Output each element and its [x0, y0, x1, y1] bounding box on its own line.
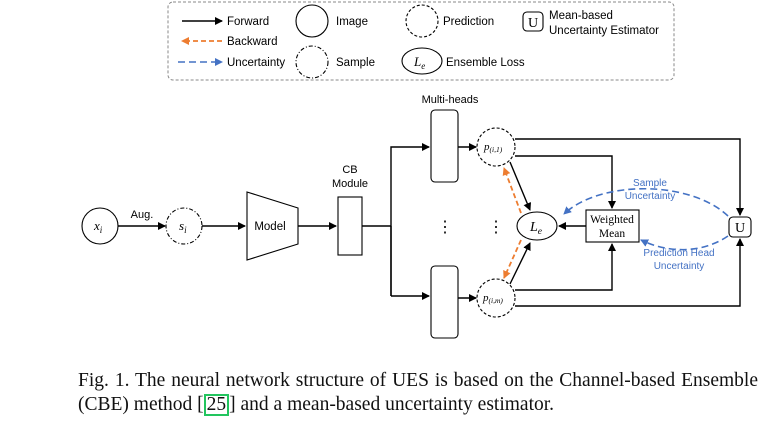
ensemble-loss-node [516, 211, 558, 241]
heads-ellipsis-left: ⋮ [437, 219, 453, 236]
sample-uncertainty-label-2: Uncertainty [625, 191, 676, 202]
ensemble-loss-legend-ellipse [401, 47, 443, 75]
sample-uncertainty-arrow [563, 187, 729, 217]
input-image-symbol: xi [93, 218, 103, 235]
uncertainty-legend-label: Uncertainty [227, 57, 285, 69]
caption-text-end: ] and a mean-based uncertainty estimator… [229, 394, 555, 415]
top-prediction-to-loss-arrow [509, 161, 531, 211]
weighted-mean-label-1: Weighted [590, 214, 634, 226]
backward-legend-label: Backward [227, 36, 278, 48]
legend: Forward Backward Uncertainty Image Sampl… [167, 1, 675, 81]
top-prediction-to-weighted-mean [515, 155, 616, 209]
sample-legend-label: Sample [336, 57, 375, 69]
weighted-mean-block [585, 209, 640, 243]
citation-link[interactable]: 25 [203, 394, 230, 416]
ensemble-loss-legend-label: Ensemble Loss [446, 57, 525, 69]
top-head-block [430, 109, 459, 183]
architecture-figure: Forward Backward Uncertainty Image Sampl… [81, 1, 752, 339]
estimator-symbol: U [735, 221, 745, 236]
ensemble-loss-symbol: Le [529, 220, 542, 237]
cb-module-label-1: CB [342, 164, 357, 176]
augmentation-label: Aug. [131, 209, 154, 221]
prediction-legend-label: Prediction [443, 16, 494, 28]
multi-heads-label: Multi-heads [422, 94, 479, 106]
top-prediction-symbol: p(i,1) [483, 141, 503, 154]
bottom-head-block [430, 265, 459, 339]
bottom-prediction-to-loss-arrow [509, 242, 531, 285]
estimator-legend-label-2: Uncertainty Estimator [549, 25, 659, 37]
estimator-block [728, 216, 752, 238]
image-legend-circle [295, 4, 329, 38]
prediction-head-uncertainty-label-1: Prediction Head [643, 248, 714, 259]
model-label: Model [254, 221, 285, 233]
forward-legend-label: Forward [227, 16, 269, 28]
top-prediction-to-estimator [515, 138, 744, 216]
backward-to-bottom-prediction-arrow [503, 239, 522, 279]
bottom-prediction-node [476, 278, 516, 318]
cb-module-block [337, 196, 363, 256]
legend-frame [167, 1, 675, 81]
branch-to-top-head [390, 143, 430, 296]
prediction-head-uncertainty-label-2: Uncertainty [654, 261, 705, 272]
bottom-prediction-symbol: p(i,m) [482, 292, 503, 305]
heads-ellipsis-right: ⋮ [488, 219, 504, 236]
estimator-legend-symbol: U [528, 16, 538, 31]
diagram: Multi-heads CB Module xi Aug. si Model ⋮… [81, 94, 752, 339]
estimator-legend-label-1: Mean-based [549, 10, 613, 22]
ensemble-loss-legend-symbol: Le [413, 54, 425, 71]
backward-to-top-prediction-arrow [502, 167, 522, 214]
sample-legend-circle [295, 45, 329, 79]
caption-text-start: Fig. 1. The neural network structure of … [78, 370, 758, 415]
prediction-legend-circle [405, 4, 439, 38]
prediction-head-uncertainty-arrow [640, 235, 729, 251]
weighted-mean-label-2: Mean [599, 228, 625, 240]
bottom-prediction-to-weighted-mean [515, 243, 616, 291]
figure-caption: Fig. 1. The neural network structure of … [78, 369, 758, 417]
estimator-legend-box [522, 11, 544, 32]
top-prediction-node [476, 127, 516, 167]
sample-uncertainty-label-1: Sample [633, 178, 667, 189]
bottom-prediction-to-estimator [515, 238, 744, 307]
sample-symbol: si [179, 218, 187, 235]
image-legend-label: Image [336, 16, 368, 28]
model-block [246, 191, 299, 261]
cb-module-label-2: Module [332, 178, 368, 190]
